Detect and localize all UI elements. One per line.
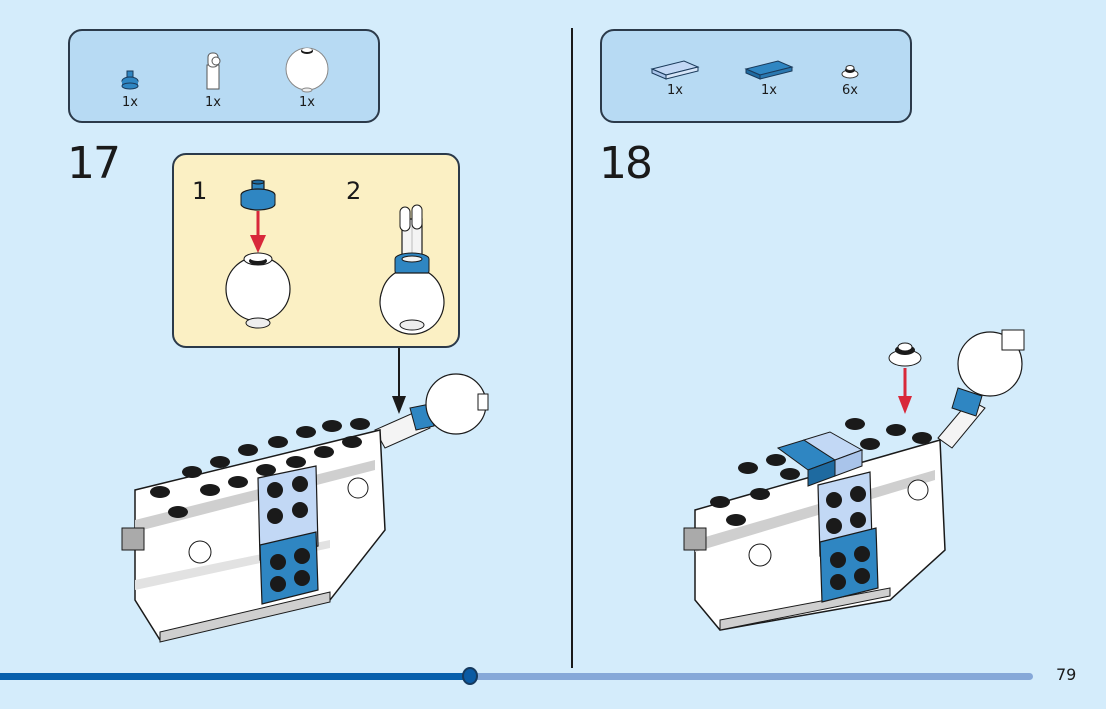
white-round-plate-icon: [888, 342, 922, 367]
part-quantity: 1x: [205, 95, 221, 110]
blue-tile-icon: [744, 60, 794, 80]
progress-indicator: [462, 667, 478, 685]
step-17-model-illustration: [121, 373, 489, 643]
substep-callout: 1 2: [172, 153, 460, 348]
part-quantity: 1x: [299, 95, 315, 110]
blue-round-plate-icon: [240, 179, 276, 211]
white-sphere-icon: [379, 272, 445, 335]
progress-fill: [0, 673, 470, 680]
parts-list-step-17: 1x 1x 1x: [68, 29, 380, 123]
white-sphere-icon: [225, 252, 291, 329]
blue-brick: [819, 527, 879, 603]
step-number: 18: [599, 138, 653, 189]
part-quantity: 6x: [842, 83, 858, 98]
page-number: 79: [1056, 665, 1077, 684]
parts-list-step-18: 1x 1x 6x: [600, 29, 912, 123]
part-quantity: 1x: [667, 83, 683, 98]
arm-with-sphere: [374, 373, 489, 449]
part-quantity: 1x: [761, 83, 777, 98]
white-sphere-icon: [285, 47, 329, 93]
light-blue-tile-icon: [650, 60, 700, 80]
red-arrow-icon: [250, 211, 266, 253]
studs: [150, 418, 370, 518]
substep-number: 1: [192, 177, 208, 205]
step-divider: [571, 28, 573, 668]
part-item: 1x: [120, 69, 140, 110]
progress-track: [0, 673, 1033, 680]
part-item: 1x: [744, 59, 794, 98]
part-item: 1x: [202, 51, 224, 110]
substep-number: 2: [346, 177, 362, 205]
white-round-plate-icon: [841, 65, 859, 79]
substep-1-illustration: [225, 179, 291, 329]
studs: [710, 418, 932, 526]
blue-brick: [259, 531, 319, 605]
callout-pointer-arrow: [392, 348, 406, 414]
red-arrow-icon: [898, 368, 912, 414]
arm-with-sphere: [937, 329, 1025, 449]
step-number: 17: [67, 138, 121, 189]
blue-round-plate-icon: [121, 70, 139, 90]
part-item: 1x: [650, 59, 700, 98]
white-clip-bar-icon: [206, 52, 221, 90]
step-18-model-illustration: [683, 329, 1025, 631]
grey-clip: [683, 527, 707, 551]
substep-2-illustration: [379, 204, 445, 335]
grey-clip: [121, 527, 145, 551]
part-quantity: 1x: [122, 95, 138, 110]
part-item: 1x: [284, 45, 330, 110]
light-blue-tile: [802, 431, 864, 477]
part-item: 6x: [840, 63, 860, 98]
